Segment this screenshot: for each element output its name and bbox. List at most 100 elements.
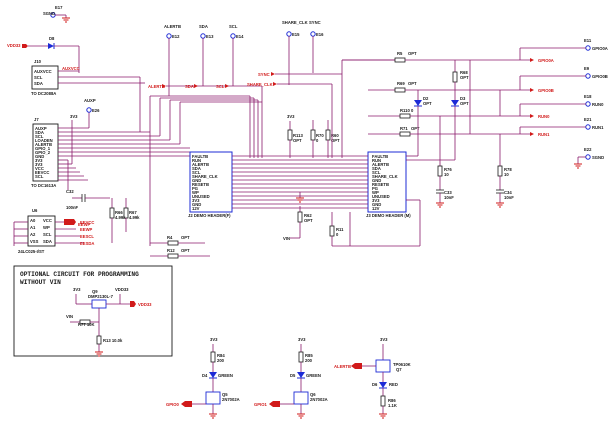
u6-eesda-net: EESDA [80, 241, 94, 246]
e9-net: GPIO0B [592, 74, 608, 79]
rc-r78-c34: R78 10 C34 10nF [496, 134, 514, 208]
r76-label: R76 [444, 167, 452, 172]
header-j10: J10 AUXVCC SCL SDA TO DC2088A AUXVCC [31, 59, 140, 96]
j10-pin-3: SDA [34, 81, 43, 86]
j2-pin-15: 3V3 [192, 198, 200, 203]
r71-label: R71 [400, 126, 408, 131]
j7-pin-6: GPIO_1 [35, 146, 51, 151]
testpoint-e14: SCL E14 [229, 24, 244, 86]
j2-pin-11: UNUSED [192, 194, 210, 199]
optional-title-2: WITHOUT VIN [20, 279, 61, 286]
e21-label: E21 [584, 117, 592, 122]
flag-gpio0a: GPIO0A [538, 58, 554, 63]
alertb-flag: ALERTB [334, 364, 351, 369]
r11-value: 0 [336, 232, 339, 237]
e17-label: E17 [55, 5, 63, 10]
j2-pin-8: RESETB [192, 182, 209, 187]
e11-label: E11 [584, 38, 592, 43]
gpio1-flag: GPIO1 [254, 402, 267, 407]
e22-net: SGND [592, 155, 604, 160]
r61-value: OPT [304, 218, 313, 223]
r78-value: 10 [504, 172, 509, 177]
j7-label: J7 [34, 117, 39, 122]
opt-vdd33-flag: VDD33 [138, 302, 152, 307]
j7-3v3-label: 3V3 [70, 114, 78, 119]
testpoint-e17: E17 SGND [43, 5, 70, 23]
header-j3: J3 DEMO HEADER (M) FAULTB RUN ALERTB SDA… [366, 151, 411, 218]
d4-value: GREEN [218, 373, 233, 378]
testpoint-e15: SHARE_CLK E15 [282, 20, 308, 85]
r69-label: R69 [397, 81, 405, 86]
j7-pin-1: AUXP [35, 126, 47, 131]
d8-label: D8 [49, 36, 55, 41]
d2-value: OPT [423, 101, 432, 106]
j3-pin-5: SCL [372, 170, 381, 175]
u6-eescl-net: EESCL [80, 234, 94, 239]
q7-value: Q7 [396, 367, 402, 372]
eeprom-net-flags: EEWP [78, 222, 91, 227]
r11-label: R11 [336, 227, 344, 232]
led-driver-alertb: 3V3 ALERTB TP0610K Q7 D6 RED R86 1.1K [334, 337, 411, 419]
capacitor-c32: C32 100nF [66, 189, 110, 210]
right-network: R5 OPT GPIO0A R68 OPT R69 OPT GPIO0B D2 … [342, 51, 554, 137]
led-driver-gpio1: 3V3 R85 200 D5 GREEN GPIO1 Q6 2N7002A [254, 337, 328, 419]
flag-alertb: ALERTB [148, 84, 165, 89]
r70-value: 0 [316, 138, 319, 143]
u6-pin-a0: A0 [30, 218, 36, 223]
u6-pin-wp: WP [43, 225, 50, 230]
testpoint-e22: E22 SGND [574, 147, 604, 169]
resistors-r4-r5: R4 OPT R12 OPT [150, 235, 210, 259]
r5-value: OPT [408, 51, 417, 56]
resistors-mid-top: 3V3 R113 OPT R70 0 R60 OPT [287, 114, 340, 158]
r4-label: R4 [167, 235, 173, 240]
gpio0-3v3: 3V3 [210, 337, 218, 342]
j7-part: TO DC1613A [31, 183, 56, 188]
j2-pin-7: GND [192, 178, 201, 183]
j2-pin-19: 12V [192, 206, 200, 211]
r110-value: 0 [411, 108, 414, 113]
e12-net: ALERTB [164, 24, 181, 29]
j2-pin-5: SCL [192, 170, 201, 175]
flag-sda: SDA [185, 84, 194, 89]
e11-net: GPIO0A [592, 46, 608, 51]
r13-label: R13 10.0k [103, 338, 123, 343]
j3-pin-17: GND [372, 202, 381, 207]
j2-pin-17: GND [192, 202, 201, 207]
rc-r76-c33: R76 10 C33 10nF [436, 116, 454, 208]
r60-label: R60 [331, 133, 339, 138]
r110-label: R110 [400, 108, 410, 113]
e17-net: SGND [43, 11, 55, 16]
q9-label: Q9 [92, 289, 98, 294]
d3-value: OPT [460, 101, 469, 106]
r69-value: OPT [408, 81, 417, 86]
r113-value: OPT [293, 138, 302, 143]
j3-title: J3 DEMO HEADER (M) [366, 213, 411, 218]
testpoint-e9: E9 GPIO0B [519, 66, 608, 90]
d6-label: D6 [372, 382, 378, 387]
e9-label: E9 [584, 66, 590, 71]
j3-pin-3: ALERTB [372, 162, 389, 167]
header-j7: J7 AUXP SDA SCL LOADEN ALERTB GPIO_1 GPI… [31, 117, 59, 188]
testpoint-e13: SDA E13 [199, 24, 214, 86]
r68-label: R68 [460, 70, 468, 75]
r85-label: R85 [305, 353, 313, 358]
resistor-r61: R62 OPT VIN [283, 206, 313, 241]
j7-pin-10: 3V3 [35, 162, 43, 167]
j7-pin-12: EEVCC [35, 170, 49, 175]
j2-pin-2: RUN [192, 158, 201, 163]
j3-feeds [350, 116, 456, 247]
r71-value: OPT [411, 126, 420, 131]
j3-pin-7: GND [372, 178, 381, 183]
j3-pin-1: FAULTB [372, 154, 388, 159]
j2-pin-3: ALERTB [192, 162, 209, 167]
d5-value: GREEN [306, 373, 321, 378]
d5-label: D5 [290, 373, 296, 378]
j7-pin-5: ALERTB [35, 142, 52, 147]
e15-label: E15 [292, 32, 300, 37]
c32-label: C32 [66, 189, 74, 194]
q6-value: 2N7002A [310, 397, 328, 402]
j2-pin-6: SHARE_CLK [192, 174, 218, 179]
r84-value: 200 [217, 358, 225, 363]
testpoint-e11: E11 GPIO0A [519, 38, 608, 60]
j2-pin-9: PG [192, 186, 198, 191]
